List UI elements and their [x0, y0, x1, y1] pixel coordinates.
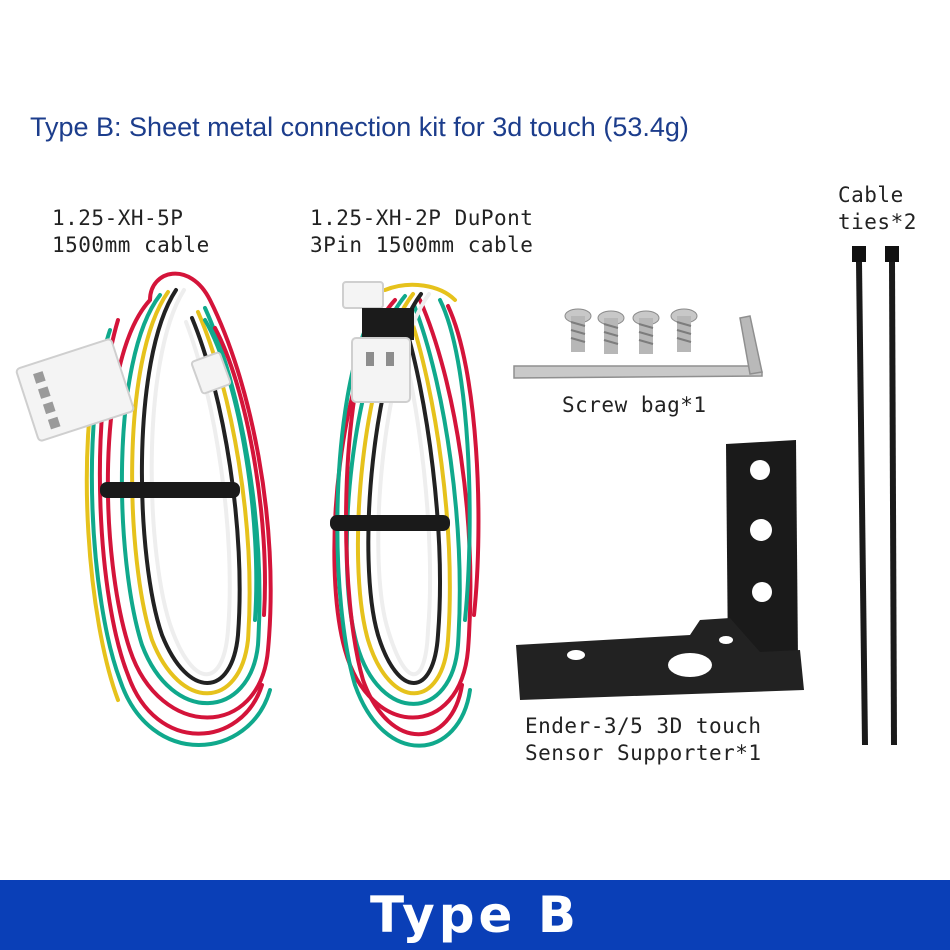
bracket-label-line2: Sensor Supporter*1	[525, 741, 762, 765]
cable-5p-label-line2: 1500mm cable	[52, 233, 210, 257]
product-photo	[15, 246, 899, 748]
connector-5p	[15, 338, 232, 442]
cable-2p-bundle	[332, 282, 481, 748]
cable-2p-tie	[330, 515, 450, 531]
bracket-label: Ender-3/5 3D touch Sensor Supporter*1	[525, 713, 762, 767]
type-banner-label: Type B	[370, 886, 580, 944]
page-title: Type B: Sheet metal connection kit for 3…	[30, 112, 689, 142]
screws	[564, 308, 698, 354]
cable-ties-label-line2: ties*2	[838, 210, 917, 234]
cable-ties-label-line1: Cable	[838, 183, 904, 207]
cable-5p-label: 1.25-XH-5P 1500mm cable	[52, 205, 210, 259]
cable-5p-tie	[100, 482, 240, 498]
allen-key-short-arm	[739, 315, 763, 375]
screw-bag-label: Screw bag*1	[562, 392, 707, 419]
type-banner: Type B	[0, 880, 950, 950]
cable-5p-label-line1: 1.25-XH-5P	[52, 206, 184, 230]
cable-2p-label-line2: 3Pin 1500mm cable	[310, 233, 534, 257]
cable-2p-label: 1.25-XH-2P DuPont 3Pin 1500mm cable	[310, 205, 533, 259]
cable-ties-icon	[852, 246, 899, 745]
bracket-icon	[516, 440, 804, 700]
cable-ties-label: Cable ties*2	[838, 182, 917, 236]
connector-2p	[342, 281, 414, 403]
screw-bag-label-line1: Screw bag*1	[562, 393, 707, 417]
bracket-label-line1: Ender-3/5 3D touch	[525, 714, 762, 738]
cable-5p-bundle	[84, 271, 273, 747]
cable-2p-label-line1: 1.25-XH-2P DuPont	[310, 206, 534, 230]
allen-key-icon	[513, 365, 763, 379]
